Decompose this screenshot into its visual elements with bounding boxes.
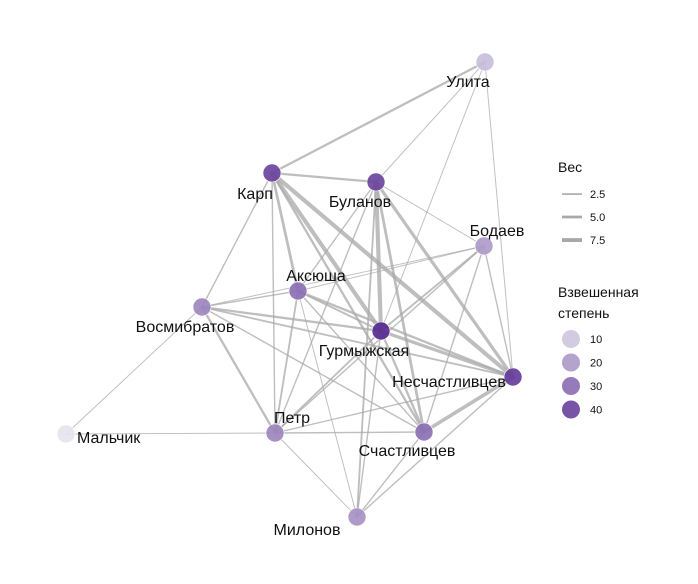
legend-degree-swatch-1 [562,353,580,372]
edge-neschastlivtsev-milonov [356,376,514,518]
node-label-neschastlivtsev: Несчастливцев [392,374,506,391]
node-malchik [56,424,76,444]
node-bulanov [366,172,386,192]
legend-degree-label-1: 20 [590,358,602,370]
edge-schastlivtsev-milonov [356,431,425,518]
legend-weight-label-1: 5.0 [590,212,605,224]
edge-karp-petr [271,172,276,434]
legend-degree-label-3: 40 [590,405,602,417]
edge-bodaev-gurmyzhskaya [380,245,485,332]
legend-weight-label-0: 2.5 [590,189,605,201]
node-label-milonov: Милонов [274,522,341,539]
edge-vosmibratov-petr [200,305,277,435]
edge-aksyusha-petr [274,290,299,434]
legend-degree-label-0: 10 [590,334,602,346]
edge-aksyusha-milonov [297,290,358,518]
node-label-karp: Карп [237,186,273,203]
legend-weight-title: Вес [558,159,582,175]
edge-petr-milonov [274,432,358,518]
node-schastlivtsev [414,422,434,442]
node-gurmyzhskaya [371,321,391,341]
edge-bulanov-schastlivtsev [374,180,426,434]
node-label-malchik: Мальчик [77,430,141,447]
edges-layer [65,60,516,518]
edge-bodaev-aksyusha [297,245,485,292]
edge-karp-ulita [270,60,487,175]
edge-neschastlivtsev-schastlivtsev [422,375,515,434]
legend-degree-swatch-0 [562,330,580,348]
legend-degree-title-line2: степень [558,305,609,321]
node-ulita [475,52,495,72]
edge-petr-schastlivtsev [274,431,425,434]
edge-bulanov-aksyusha [297,181,377,292]
edge-karp-vosmibratov [201,172,273,308]
edge-bulanov-milonov [356,181,377,518]
edge-gurmyzhskaya-petr [274,330,382,434]
edge-petr-malchik [65,432,276,435]
edge-bulanov-gurmyzhskaya [373,179,384,334]
node-label-gurmyzhskaya: Гурмыжская [319,343,409,360]
node-vosmibratov [192,297,212,317]
legend-degree-swatch-2 [562,377,580,395]
edge-vosmibratov-schastlivtsev [201,306,425,433]
node-petr [265,423,285,443]
edge-bulanov-bodaev [375,181,485,247]
edge-aksyusha-schastlivtsev [297,290,425,433]
legend: Вес 2.5 5.0 7.5 Взвешенная степень 10 20 30 4… [558,159,639,419]
edge-gurmyzhskaya-neschastlivtsev [379,329,515,379]
legend-weight-label-2: 7.5 [590,235,605,247]
edge-neschastlivtsev-ulita [484,61,514,378]
edge-gurmyzhskaya-milonov [356,330,382,518]
node-neschastlivtsev [503,367,523,387]
edge-vosmibratov-neschastlivtsev [201,306,514,378]
node-label-aksyusha: Аксюша [286,268,346,285]
legend-degree-items: 10 20 30 40 [562,330,602,419]
node-milonov [347,507,367,527]
node-label-schastlivtsev: Счастливцев [359,443,456,460]
edge-karp-bulanov [270,171,378,184]
node-label-ulita: Улита [446,74,490,91]
edge-bodaev-schastlivtsev [423,245,485,433]
node-label-petr: Петр [274,410,310,427]
edge-vosmibratov-gurmyzhskaya [200,305,383,333]
edge-aksyusha-vosmibratov [201,290,299,308]
legend-degree-title-line1: Взвешенная [558,284,639,300]
edge-vosmibratov-malchik [65,306,203,435]
node-label-vosmibratov: Восмибратов [136,319,235,336]
legend-weight-items: 2.5 5.0 7.5 [562,189,605,247]
edge-gurmyzhskaya-ulita [380,61,486,332]
edge-bulanov-ulita [375,61,486,183]
edge-bodaev-vosmibratov [201,245,485,308]
legend-degree-swatch-3 [562,400,580,419]
node-bodaev [474,236,494,256]
node-aksyusha [288,281,308,301]
edge-karp-schastlivtsev [270,171,426,434]
node-label-bulanov: Буланов [329,194,391,211]
edge-gurmyzhskaya-schastlivtsev [379,329,426,434]
edge-neschastlivtsev-petr [274,376,514,434]
edge-bodaev-neschastlivtsev [483,245,514,378]
nodes-layer [56,52,523,527]
edge-karp-aksyusha [270,171,300,293]
legend-degree-label-2: 30 [590,381,602,393]
edge-aksyusha-neschastlivtsev [296,289,515,379]
edge-bulanov-petr [274,181,377,434]
node-karp [262,163,282,183]
node-label-bodaev: Бодаев [470,223,525,240]
